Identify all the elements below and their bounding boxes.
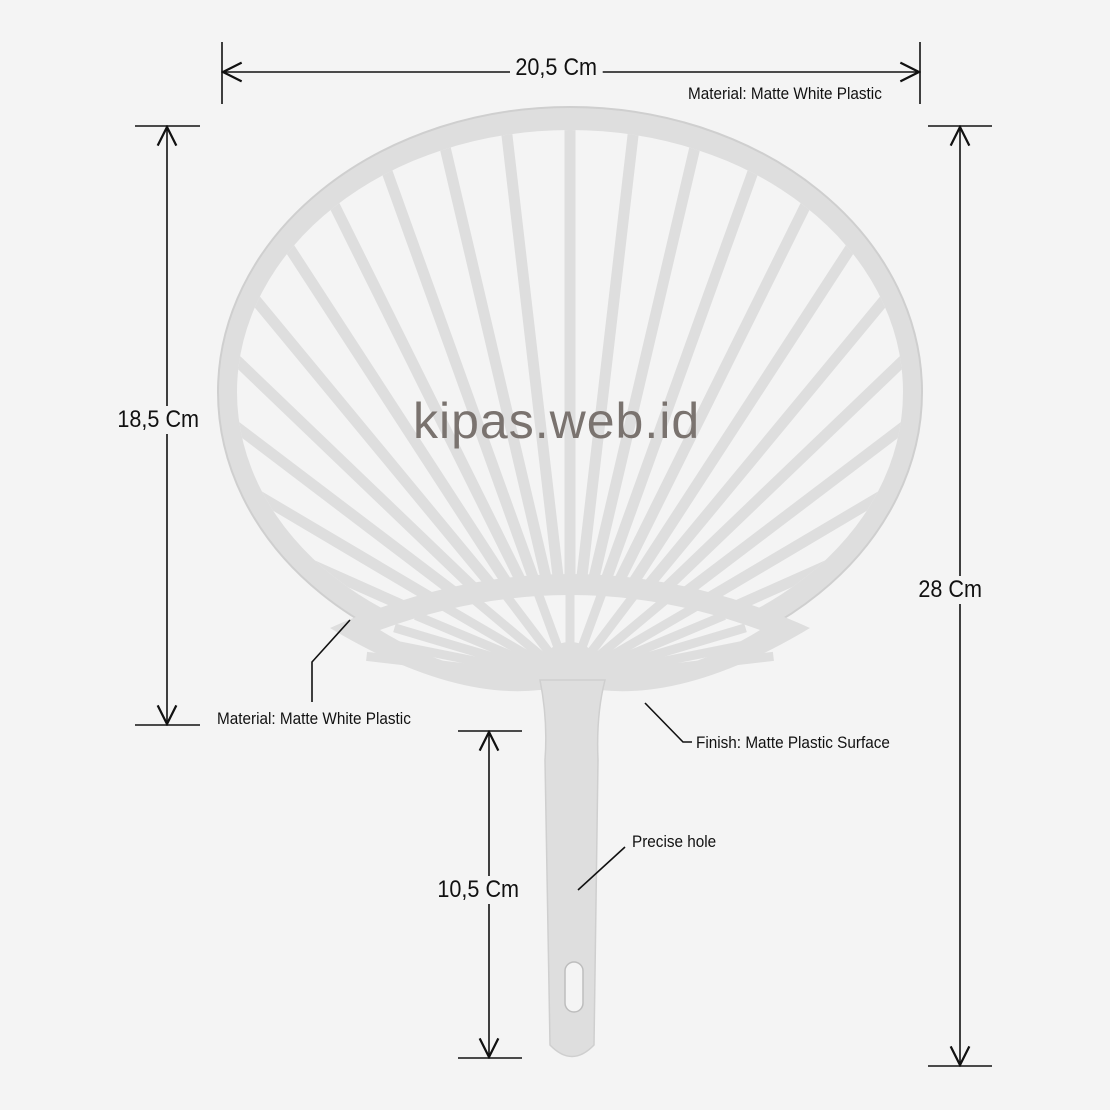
total-height-dimension-label: 28 Cm — [913, 576, 988, 604]
fan-handle — [539, 679, 606, 1058]
hanging-hole — [564, 961, 584, 1013]
fan-spoke — [564, 130, 847, 654]
fan-spoke — [381, 130, 576, 654]
fan-spoke — [564, 130, 759, 654]
fan-spoke — [237, 130, 575, 654]
dimension-lines — [135, 42, 992, 1066]
top-material-note: Material: Matte White Plastic — [688, 84, 882, 103]
inner-spoke — [569, 651, 774, 685]
fan-spoke — [565, 130, 903, 654]
fan-spoke — [237, 130, 575, 654]
width-dimension-label: 20,5 Cm — [510, 54, 603, 82]
fan-spoke — [565, 130, 903, 654]
fan-spoke — [472, 130, 576, 654]
hole-note: Precise hole — [632, 832, 717, 851]
fan-spoke — [565, 130, 903, 654]
finish-note: Finish: Matte Plastic Surface — [696, 733, 890, 752]
watermark: kipas.web.id — [413, 393, 701, 449]
left-material-note: Material: Matte White Plastic — [217, 709, 411, 728]
fan-spoke — [293, 130, 576, 654]
fan-height-dimension-label: 18,5 Cm — [112, 406, 205, 434]
fan-body — [217, 106, 923, 698]
fan-spoke — [564, 130, 668, 654]
fan-spoke — [237, 130, 575, 654]
handle-length-dimension-label: 10,5 Cm — [432, 876, 525, 904]
